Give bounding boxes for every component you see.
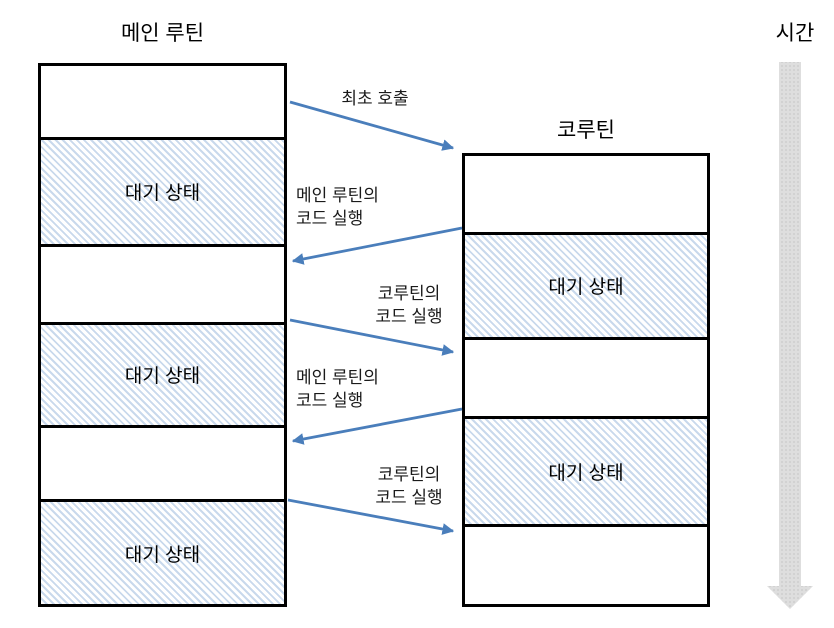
main-segment-waiting-1: 대기 상태 <box>41 136 284 244</box>
waiting-state-label: 대기 상태 <box>548 277 624 299</box>
main-segment-waiting-2: 대기 상태 <box>41 321 284 425</box>
arrow-label-main-code-run-1: 메인 루틴의 코드 실행 <box>296 186 379 228</box>
time-title: 시간 <box>775 22 815 45</box>
coroutine-segment-waiting-1: 대기 상태 <box>465 231 707 337</box>
main-segment-running-2 <box>41 243 284 322</box>
coroutine-segment-running-3 <box>465 523 707 604</box>
arrow-main-code-run-1 <box>291 226 463 265</box>
main-segment-waiting-3: 대기 상태 <box>41 499 284 604</box>
arrow-label-first-call: 최초 호출 <box>341 89 409 108</box>
arrow-main-code-run-2 <box>291 407 463 445</box>
coroutine-segment-waiting-2: 대기 상태 <box>465 416 707 524</box>
coroutine-segment-running-2 <box>465 336 707 417</box>
arrow-label-coroutine-code-run-1: 코루틴의 코드 실행 <box>375 284 443 326</box>
waiting-state-label: 대기 상태 <box>548 462 624 484</box>
main-segment-running-1 <box>41 66 284 137</box>
main-routine-column: 대기 상태 대기 상태 대기 상태 <box>38 63 287 607</box>
coroutine-title: 코루틴 <box>557 119 615 142</box>
main-routine-title: 메인 루틴 <box>120 22 205 45</box>
arrow-label-main-code-run-2: 메인 루틴의 코드 실행 <box>296 368 379 410</box>
waiting-state-label: 대기 상태 <box>124 183 201 205</box>
main-segment-running-3 <box>41 424 284 500</box>
time-down-arrow-icon <box>767 62 813 609</box>
waiting-state-label: 대기 상태 <box>124 544 201 566</box>
coroutine-column: 대기 상태 대기 상태 <box>462 153 710 607</box>
arrow-label-coroutine-code-run-2: 코루틴의 코드 실행 <box>375 465 443 507</box>
coroutine-segment-running-1 <box>465 156 707 232</box>
waiting-state-label: 대기 상태 <box>124 366 201 388</box>
